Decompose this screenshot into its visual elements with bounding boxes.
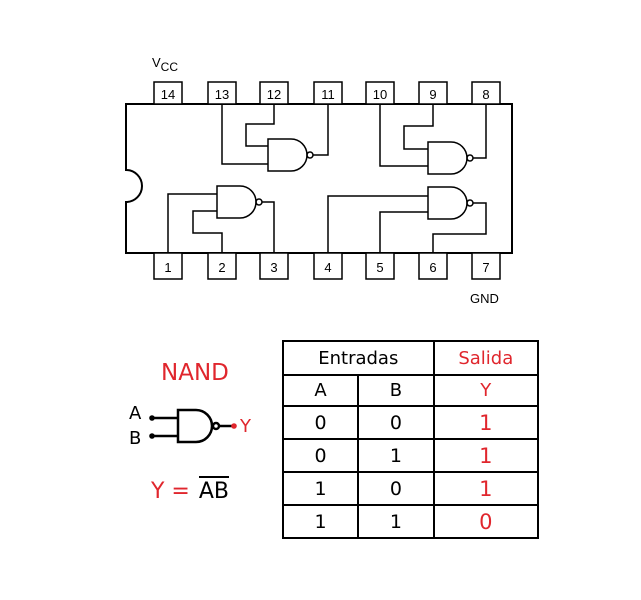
pin-number: 1 [164,260,171,275]
internal-wiring [167,104,487,253]
inversion-bubble [306,151,314,159]
cell-b: 0 [357,405,435,440]
gnd-label: GND [470,291,499,306]
table-row: 1 1 0 [281,504,540,539]
nand-gate-upper-left [267,138,308,172]
pin-number: 14 [161,87,175,102]
cell-b: 1 [357,438,435,473]
table-row: 0 1 1 [281,438,540,473]
inversion-bubble [466,154,474,162]
bottom-pins: 1 2 3 4 5 6 7 [153,252,501,280]
cell-y: 1 [432,438,540,473]
cell-a: 1 [281,504,360,539]
pin-number: 3 [270,260,277,275]
input-b-label: B [129,428,141,449]
input-a-dot [149,415,155,421]
cell-a: 1 [281,471,360,506]
cell-y: 1 [432,471,540,506]
pin-2 [207,252,237,280]
chip-body [125,103,513,254]
cell-y: 1 [432,405,540,440]
vcc-label: VCC [152,55,178,74]
table-header-row: Entradas Salida [282,340,540,376]
cell-y: 0 [432,504,540,539]
pin-number: 11 [321,87,335,102]
input-b-dot [149,433,155,439]
output-dot [231,423,237,429]
top-pins: 14 13 12 11 10 9 8 [153,81,501,105]
inversion-bubble [466,199,474,207]
nand-gate-lower-left [216,185,257,219]
pin-6 [418,252,448,280]
equation-lhs: Y = [151,479,190,504]
cell-b: 0 [357,471,435,506]
pin-number: 13 [215,87,229,102]
col-y-header: Y [432,374,540,407]
cell-a: 0 [281,438,360,473]
truth-table: Entradas Salida A B Y 0 0 1 0 1 1 1 0 1 … [281,340,540,539]
cell-b: 1 [357,504,435,539]
output-y-label: Y [239,416,252,437]
table-row: 1 0 1 [281,471,540,506]
inversion-bubble [211,421,221,431]
table-row: 0 0 1 [281,405,540,440]
nand-gate-lower-right [427,186,468,220]
nand-gate-body [176,408,214,444]
chip-diagram: VCC GND 14 13 12 11 10 9 8 1 2 3 4 5 6 7 [125,55,513,306]
pin-number: 2 [218,260,225,275]
pin-number: 5 [376,260,383,275]
pin-number: 4 [324,260,331,275]
inputs-header: Entradas [282,340,435,376]
pin-7 [471,252,501,280]
pin-14 [153,81,183,105]
output-header: Salida [432,340,540,376]
pin-number: 6 [429,260,436,275]
pin-5 [365,252,395,280]
col-a-header: A [281,374,360,407]
input-a-label: A [129,403,142,424]
table-column-row: A B Y [281,374,540,407]
pin-number: 8 [482,87,489,102]
nand-gate-upper-right [427,141,468,175]
pin-number: 7 [482,260,489,275]
pin-number: 10 [373,87,387,102]
inversion-bubble [255,198,263,206]
nand-title: NAND [161,360,229,386]
nand-symbol: A B Y [129,403,252,449]
equation-rhs: AB [198,476,230,504]
cell-a: 0 [281,405,360,440]
pin-number: 9 [429,87,436,102]
col-b-header: B [357,374,435,407]
boolean-equation: Y = AB [151,476,230,504]
pin-number: 12 [267,87,281,102]
